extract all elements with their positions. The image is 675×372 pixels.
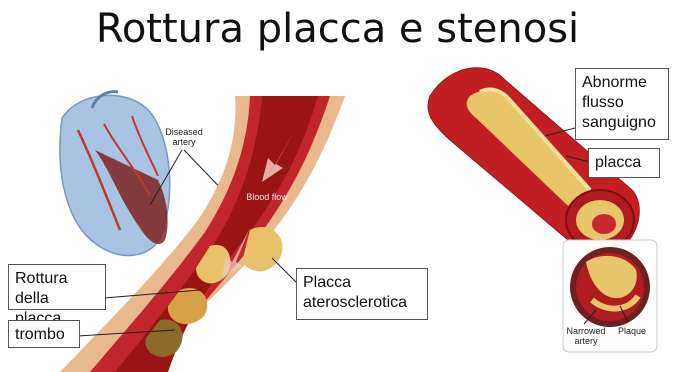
callout-rottura: Rottura della placca (8, 264, 106, 310)
diseased-artery-label: Diseased artery (160, 127, 208, 147)
narrowed-artery-label: Narrowed artery (564, 326, 608, 346)
callout-placca-aterosclerotica: Placca aterosclerotica (296, 268, 428, 320)
plaque-label: Plaque (614, 326, 650, 336)
blood-flow-label: Blood flow (246, 192, 288, 202)
callout-placca: placca (588, 148, 660, 178)
callout-abnorme-flusso: Abnorme flusso sanguigno (575, 68, 669, 140)
callout-trombo: trombo (8, 320, 80, 348)
heart-illustration (60, 92, 170, 256)
